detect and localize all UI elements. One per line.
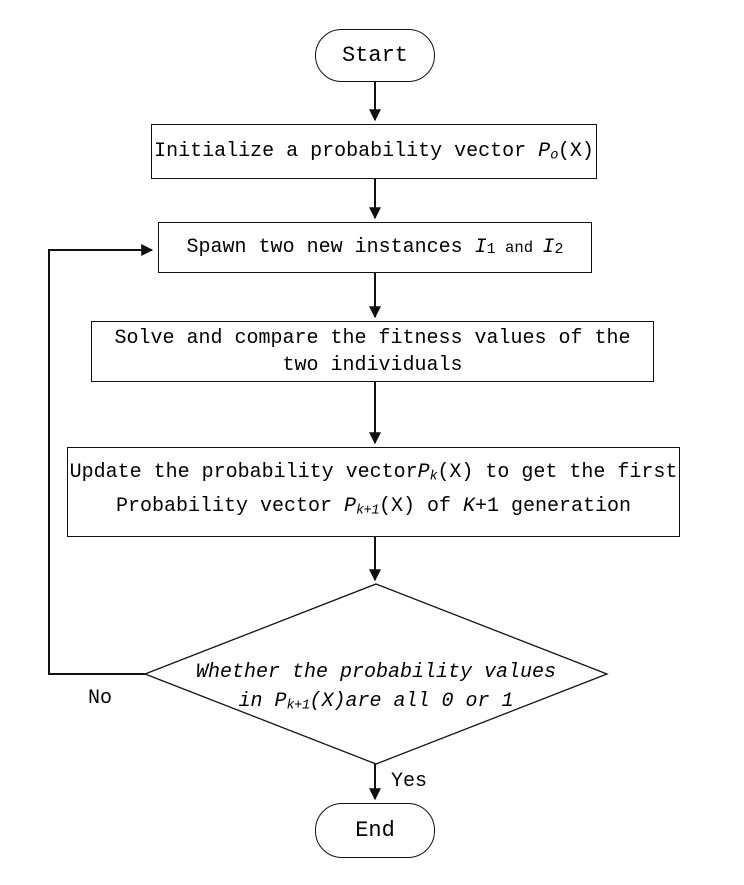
end-label: End	[355, 818, 395, 843]
update-line-1: Update the probability vectorPk(X) to ge…	[69, 460, 678, 484]
arrow-no-loopback	[48, 244, 154, 675]
update-probability-vector-node: Update the probability vectorPk(X) to ge…	[67, 447, 680, 537]
spawn-instances-node: Spawn two new instances I1 and I2	[158, 222, 592, 273]
decision-node-text: Whether the probability values in Pk+1(X…	[146, 658, 606, 720]
start-node: Start	[315, 29, 435, 82]
decision-line-2: in Pk+1(X)are all 0 or 1	[238, 690, 514, 714]
end-node: End	[315, 803, 435, 858]
init-label: Initialize a probability vector Po(X)	[154, 139, 594, 164]
yes-branch-label: Yes	[391, 770, 428, 793]
start-label: Start	[341, 43, 408, 68]
no-branch-label: No	[88, 687, 113, 710]
spawn-label: Spawn two new instances I1 and I2	[186, 236, 564, 259]
solve-line-1: Solve and compare the fitness values of …	[114, 326, 631, 350]
init-probability-vector-node: Initialize a probability vector Po(X)	[151, 124, 597, 179]
decision-line-1: Whether the probability values	[195, 661, 557, 684]
update-line-2: Probability vector Pk+1(X) of K+1 genera…	[115, 495, 632, 519]
solve-line-2: two individuals	[282, 353, 463, 377]
solve-compare-fitness-node: Solve and compare the fitness values of …	[91, 321, 654, 382]
